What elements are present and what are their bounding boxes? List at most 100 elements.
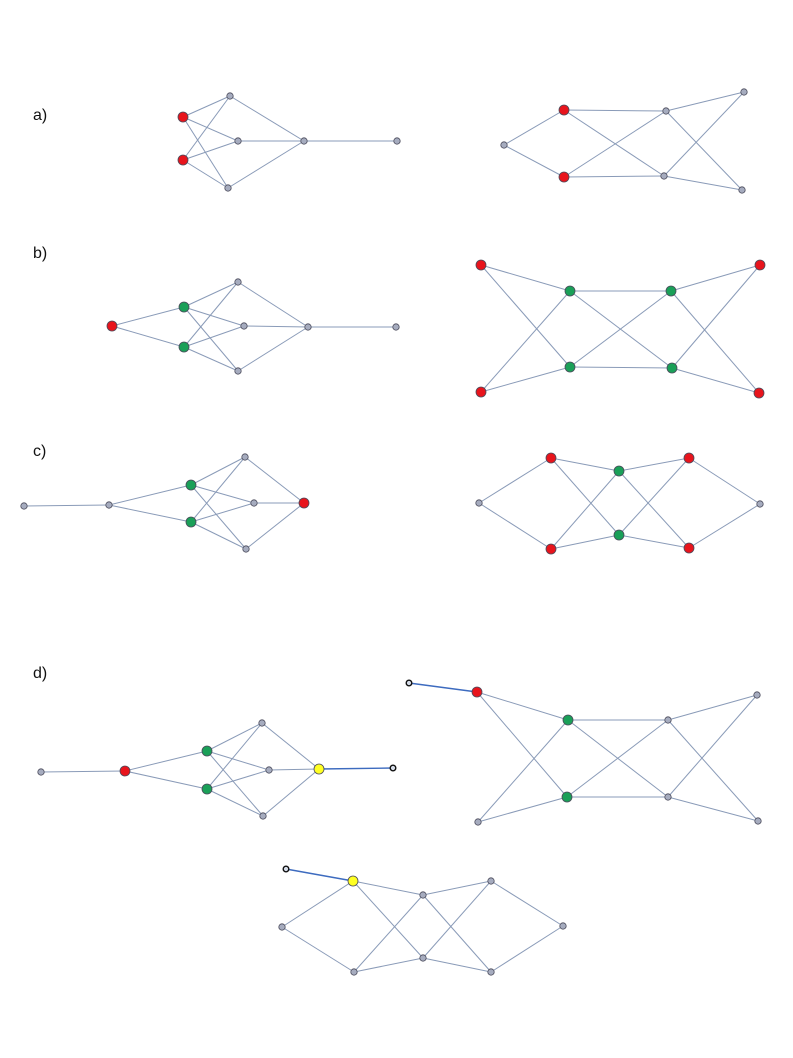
red-node [558, 104, 570, 116]
green-node [201, 783, 213, 795]
graph-edge [261, 722, 320, 770]
gray-node [756, 500, 764, 508]
graph-edge [569, 366, 673, 369]
graph-edge [550, 470, 620, 550]
gray-node [234, 278, 242, 286]
red-node [298, 497, 310, 509]
graph-edge [665, 91, 745, 112]
pendant-edge [285, 868, 354, 882]
red-node [106, 320, 118, 332]
panel-label-a: a) [33, 107, 47, 124]
graph-edge [182, 159, 229, 189]
gray-node [304, 323, 312, 331]
graph-edge [23, 504, 110, 507]
gray-node [738, 186, 746, 194]
panel-label-b: b) [33, 245, 47, 262]
gray-node [240, 322, 248, 330]
graph-edge [480, 264, 571, 292]
red-node [475, 386, 487, 398]
graph-edge [183, 281, 239, 308]
graph-edge [262, 768, 320, 817]
graph-edge [422, 957, 492, 973]
graph-edge [108, 484, 192, 506]
graph-edge [670, 264, 761, 292]
red-node [177, 154, 189, 166]
gray-node [278, 923, 286, 931]
gray-node [662, 107, 670, 115]
gray-node [259, 812, 267, 820]
graph-edge [206, 750, 264, 817]
graph-edge [190, 484, 247, 550]
graph-edge [663, 91, 745, 177]
graph-d-bottom [278, 865, 567, 976]
graph-a-left [177, 92, 401, 192]
red-node [558, 171, 570, 183]
graph-edge [108, 504, 192, 523]
gray-node [393, 137, 401, 145]
gray-node [37, 768, 45, 776]
gray-node [664, 716, 672, 724]
green-node [561, 791, 573, 803]
green-node [201, 745, 213, 757]
green-node [665, 285, 677, 297]
graph-edge [477, 796, 568, 823]
gray-node [20, 502, 28, 510]
graph-edge [206, 769, 270, 790]
graph-edge [478, 502, 552, 550]
graph-edge [190, 502, 255, 523]
green-node [613, 465, 625, 477]
graph-edge [124, 770, 208, 790]
graph-edge [550, 457, 620, 536]
graph-edge [480, 366, 571, 393]
red-node [119, 765, 131, 777]
green-node [562, 714, 574, 726]
graph-edge [111, 306, 185, 327]
graph-d-left [37, 719, 397, 820]
graph-edge [206, 750, 270, 771]
graph-edge [670, 290, 760, 394]
graph-edge [183, 306, 245, 327]
graph-edge [550, 534, 620, 550]
graph-edge [476, 691, 568, 798]
graph-edge [667, 694, 758, 721]
graph-edge [245, 502, 305, 550]
red-node [683, 452, 695, 464]
open-node [282, 865, 290, 873]
graph-edge [243, 325, 309, 328]
panel-label-c: c) [33, 443, 46, 460]
graph-edge [563, 109, 667, 112]
graph-edge [206, 788, 264, 817]
green-node [178, 341, 190, 353]
graph-edge [40, 770, 126, 773]
graph-edge [183, 306, 239, 372]
graph-edge [688, 457, 761, 505]
gray-node [234, 137, 242, 145]
green-node [178, 301, 190, 313]
gray-node [105, 501, 113, 509]
gray-node [224, 184, 232, 192]
green-node [564, 285, 576, 297]
graph-edge [353, 957, 424, 973]
gray-node [300, 137, 308, 145]
graph-edge [663, 175, 743, 191]
gray-node [753, 691, 761, 699]
green-node [613, 529, 625, 541]
graph-edge [503, 109, 565, 146]
graph-edge [182, 140, 239, 161]
open-node [389, 764, 397, 772]
graph-edge [281, 880, 354, 928]
graph-edge [206, 722, 263, 790]
graph-edge [190, 456, 246, 523]
pendant-edge [408, 682, 478, 693]
graph-edge [206, 722, 263, 752]
red-node [177, 111, 189, 123]
yellow-node [313, 763, 325, 775]
graph-edge [563, 175, 665, 178]
graph-c-right [475, 452, 764, 555]
graph-edge [124, 750, 208, 772]
graph-edge [566, 719, 669, 798]
gray-node [258, 719, 266, 727]
graph-edge [665, 110, 743, 191]
graphs-layer [20, 88, 766, 976]
graph-b-left [106, 278, 400, 375]
